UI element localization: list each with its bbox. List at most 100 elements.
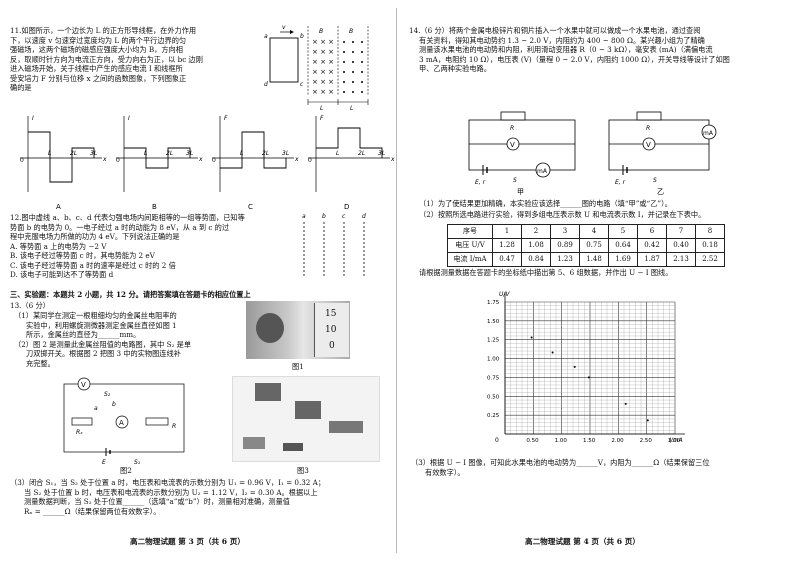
x-tick-label: 3.00 xyxy=(668,438,681,444)
circuit-yi: R V mA E, r S 乙 xyxy=(608,111,717,196)
q14-sub3-line: 有效数字）。 xyxy=(425,467,465,477)
graph-b-label: B xyxy=(152,203,157,211)
q13-part3-line: 测量数据判断，当 S₂ 处于位置______（选填“a”或“b”）时，测量相对准… xyxy=(24,497,290,506)
y-tick-label: 0.75 xyxy=(487,375,500,381)
q13-text: （1）某同学在测定一根粗细均匀的金属丝电阻率的 实验中，利用螺旋测微器测定金属丝… xyxy=(14,311,244,368)
jia-er-label: E, r xyxy=(475,179,486,186)
x-tick-label: 1.50 xyxy=(583,438,596,444)
graph-a-x-label: x xyxy=(102,156,107,163)
fig3-caption: 图3 xyxy=(297,466,309,475)
table-cell: 2.52 xyxy=(695,252,725,267)
q14-sub3: （3）根据 U − I 图像，可知此水果电池的电动势为______V，内阻为__… xyxy=(411,458,787,477)
q13-line: 实验中，利用螺旋测微器测定金属丝直径如图 1 xyxy=(26,320,177,330)
q11-line: 反，取顺时针方向为电流正方向，受力向右为正，以 bc 边刚 xyxy=(10,54,203,64)
r-label: R xyxy=(172,423,176,430)
table-row: 电流 I/mA 0.47 0.84 1.23 1.48 1.69 1.87 2.… xyxy=(447,252,725,267)
page-divider xyxy=(396,8,397,553)
q13-part3-line: 当 S₂ 处于位置 b 时，电压表和电流表的示数分别为 U₂ = 1.12 V，… xyxy=(24,487,318,497)
graph-d-y-label: F xyxy=(320,115,324,122)
table-row: 电压 U/V 1.28 1.08 0.89 0.75 0.64 0.42 0.4… xyxy=(447,238,725,253)
left-page: 11.如图所示，一个边长为 L 的正方形导线框，在外力作用 下，以速度 v 匀速… xyxy=(10,24,395,546)
s2-label: S₂ xyxy=(104,391,111,398)
right-footer: 高二物理试题 第 4 页（共 6 页） xyxy=(525,536,640,546)
c-label: c xyxy=(300,81,304,88)
right-page: 14.（6 分）将两个金属电极锌片和铜片插入一个水果中就可以做成一个水果电池，通… xyxy=(397,0,794,561)
x-tick-label: 2.50 xyxy=(640,438,653,444)
width-l-label-1: L xyxy=(320,105,323,112)
data-table: 序号 1 2 3 4 5 6 7 8 电压 U/V 1.28 1.08 0.89… xyxy=(447,224,725,267)
ammeter-device xyxy=(295,401,321,419)
graph-b-origin: 0 xyxy=(116,157,120,164)
width-l-label-2: L xyxy=(350,105,353,112)
data-point xyxy=(573,365,576,368)
q11-line: 进入磁场开始，关于线框中产生的感应电流 I 和线框所 xyxy=(10,64,183,73)
q14-sub1: （1）为了使结果更加精确，本实验应该选择______图的电路（填“甲”或“乙”）… xyxy=(419,199,672,208)
table-cell: 1.23 xyxy=(550,252,580,267)
y-tick-label: 1.00 xyxy=(487,357,500,363)
q12-option: A. 等势面 a 上的电势为 −2 V xyxy=(10,241,107,251)
b-terminal-label: b xyxy=(112,401,116,408)
battery-device xyxy=(243,437,265,449)
q12-line: 12.图中虚线 a、b、c、d 代表匀强电场内间距相等的一组等势面，已知等 xyxy=(10,213,245,222)
q13-line: 所示，金属丝的直径为______mm。 xyxy=(26,330,141,339)
table-header-cell: 8 xyxy=(695,224,725,239)
graph-b-tick-2l: 2L xyxy=(166,150,173,157)
section-header: 三、实验题：本题共 2 小题，共 12 分。请把答案填在答题卡的相应位置上 xyxy=(10,290,251,299)
left-footer: 高二物理试题 第 3 页（共 6 页） xyxy=(130,536,245,546)
y-axis-label: U/V xyxy=(499,291,510,298)
x-tick-label: 0.50 xyxy=(526,438,539,444)
graph-a-tick-2l: 2L xyxy=(70,150,77,157)
circuit-jia: R V E, r S mA 甲 xyxy=(468,111,576,196)
yi-caption: 乙 xyxy=(657,188,664,196)
e-label: E xyxy=(102,459,106,466)
table-cell: 1.69 xyxy=(608,252,638,267)
q14-sub2b: 请根据测量数据在答题卡的坐标纸中描出第 5、6 组数据，并作出 U − I 图线… xyxy=(419,268,673,277)
q14-sub2: （2）按照所选电路进行实验，得到多组电压表示数 U 和电流表示数 I，并记录在下… xyxy=(419,210,706,219)
graph-d-tick-2l: 2L xyxy=(358,150,365,157)
table-cell: 1.48 xyxy=(579,252,609,267)
q14-sub3-line: （3）根据 U − I 图像，可知此水果电池的电动势为______V，内阻为__… xyxy=(411,458,710,467)
voltmeter-label: V xyxy=(81,381,86,389)
graph-b-y-label: I xyxy=(128,115,130,122)
graph-c-y-label: F xyxy=(224,115,228,122)
rx-label: Rₓ xyxy=(76,429,83,436)
q14-line: 测量该水果电池的电动势和内阻，利用滑动变阻器 R（0 ~ 3 kΩ），毫安表 (… xyxy=(419,45,713,54)
graph-c-origin: 0 xyxy=(212,157,216,164)
table-header-cell: 6 xyxy=(637,224,667,239)
a-terminal-label: a xyxy=(94,405,98,412)
table-header-row: 序号 1 2 3 4 5 6 7 8 xyxy=(447,224,725,239)
table-cell: 0.47 xyxy=(492,252,522,267)
graph-d: F 0 x L 2L 3L D xyxy=(308,115,395,211)
q11-field-figure: v a b c d B B × × ×× × ×× × × × × ×× × ×… xyxy=(264,24,369,112)
q13-header: 13.（6 分） xyxy=(10,301,50,310)
q12-option: B. 该电子经过等势面 c 时，其电势能为 2 eV xyxy=(10,251,155,260)
fig2-circuit: V A Rₓ R E S₁ S₂ a b xyxy=(63,377,185,466)
table-cell: 1.08 xyxy=(521,238,551,253)
q11-line: 11.如图所示，一个边长为 L 的正方形导线框，在外力作用 xyxy=(10,26,197,35)
plane-b-label: b xyxy=(322,213,326,220)
y-tick-label: 1.50 xyxy=(487,319,500,325)
table-cell: 0.75 xyxy=(579,238,609,253)
data-point xyxy=(530,336,533,339)
data-point xyxy=(646,419,649,422)
d-label: d xyxy=(264,81,268,88)
graph-c: F 0 x L 2L 3L C xyxy=(212,115,299,211)
field-b-label-1: B xyxy=(319,28,323,35)
graph-b: I 0 x L 2L 3L B xyxy=(116,115,203,211)
graph-c-label: C xyxy=(248,203,253,211)
table-cell: 电流 I/mA xyxy=(447,252,493,267)
fig2-caption: 图2 xyxy=(120,466,132,475)
table-header-cell: 4 xyxy=(579,224,609,239)
table-cell: 0.89 xyxy=(550,238,580,253)
q12-line: 程中克服电场力所做的功为 4 eV。下列说法正确的是 xyxy=(10,232,180,241)
graph-c-tick-2l: 2L xyxy=(262,150,269,157)
data-point xyxy=(551,351,554,354)
y-tick-label: 1.25 xyxy=(487,338,500,344)
plane-d-label: d xyxy=(362,213,366,220)
jia-v-label: V xyxy=(510,141,515,149)
table-cell: 1.87 xyxy=(637,252,667,267)
q14-line: 甲、乙两种实验电路。 xyxy=(419,64,491,73)
fig1-caption: 图1 xyxy=(292,362,304,371)
svg-text:× × ×: × × × xyxy=(312,68,334,76)
